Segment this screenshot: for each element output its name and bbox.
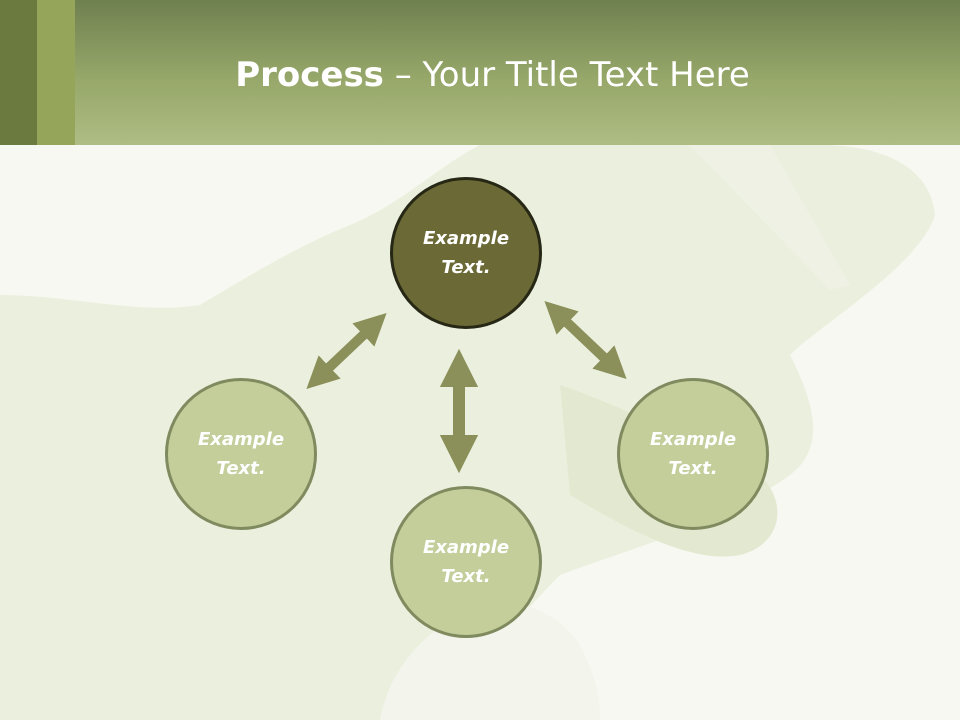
node-right-label: Example Text. bbox=[628, 425, 758, 483]
title-rest-part: – Your Title Text Here bbox=[384, 55, 750, 95]
node-bottom-label: Example Text. bbox=[401, 533, 531, 591]
process-node-right[interactable]: Example Text. bbox=[617, 378, 769, 530]
title-bold-part: Process bbox=[235, 55, 384, 95]
process-node-left[interactable]: Example Text. bbox=[165, 378, 317, 530]
process-node-bottom[interactable]: Example Text. bbox=[390, 486, 542, 638]
node-left-label: Example Text. bbox=[176, 425, 306, 483]
process-node-top[interactable]: Example Text. bbox=[390, 177, 542, 329]
node-top-label: Example Text. bbox=[401, 224, 531, 282]
slide-title[interactable]: Process – Your Title Text Here bbox=[0, 52, 960, 98]
title-bar: Process – Your Title Text Here bbox=[0, 0, 960, 145]
